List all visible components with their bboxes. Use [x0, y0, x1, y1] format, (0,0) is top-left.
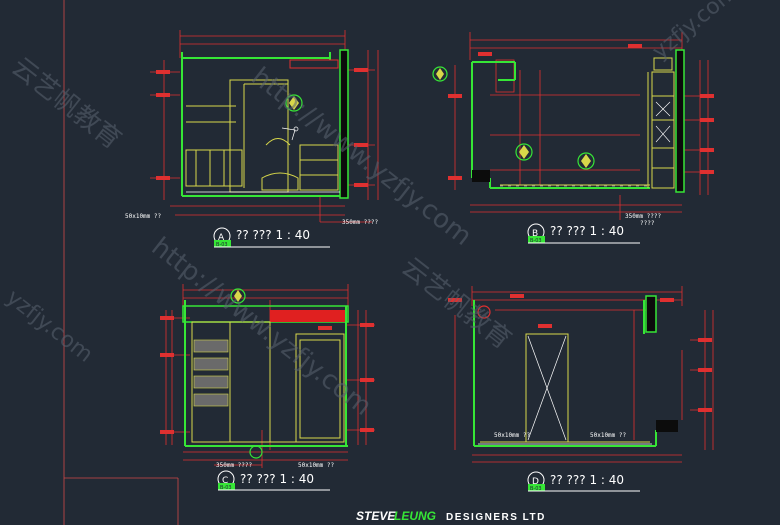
panel-id-b: B — [532, 229, 538, 239]
elevation-d: 50x10mm ?? 50x10mm ?? D B-03 ?? ??? 1 : … — [448, 286, 714, 492]
watermark-layer: http://www.yzfjy.com 云艺帆教育 yzfjy.com htt… — [1, 0, 742, 422]
panel-tag-c: B-03 — [220, 485, 232, 491]
dim-label-b2: ???? — [640, 220, 655, 227]
designer-logo: STEVE LEUNG DESIGNERS LTD — [356, 509, 546, 523]
panel-id-a: A — [218, 233, 225, 243]
dim-label-a2: 350mm ???? — [342, 219, 379, 226]
panel-id-c: C — [222, 476, 228, 486]
panel-title-d: ?? ??? 1 : 40 — [550, 473, 624, 487]
section-marker — [432, 66, 595, 170]
brand-designers: DESIGNERS LTD — [446, 512, 546, 523]
watermark-brand-1: 云艺帆教育 — [6, 52, 127, 156]
watermark-brand-2: 云艺帆教育 — [396, 252, 517, 356]
dim-label-b1: 350mm ???? — [625, 213, 662, 220]
watermark-url-2: http://www.yzfjy.com — [146, 232, 377, 422]
section-marker — [230, 288, 263, 459]
elevation-title-d: D B-03 ?? ??? 1 : 40 — [527, 471, 640, 492]
brand-leung: LEUNG — [394, 509, 436, 523]
panel-tag-a: B-03 — [216, 242, 228, 248]
dim-label-d1: 50x10mm ?? — [494, 432, 531, 439]
dim-label-d2: 50x10mm ?? — [590, 432, 627, 439]
section-marker — [285, 94, 303, 112]
dim-label-c1: 350mm ???? — [216, 462, 253, 469]
panel-tag-d: B-03 — [530, 486, 542, 492]
panel-id-d: D — [532, 477, 539, 487]
brand-steve: STEVE — [356, 509, 396, 523]
elevation-title-c: C B-03 ?? ??? 1 : 40 — [217, 470, 330, 491]
panel-title-a: ?? ??? 1 : 40 — [236, 228, 310, 242]
elevation-c: 350mm ???? 50x10mm ?? C B-03 ?? ??? 1 : … — [160, 284, 375, 491]
sheet-frame — [63, 0, 179, 525]
elevation-title-b: B B-03 ?? ??? 1 : 40 — [527, 223, 640, 244]
elevation-b: 350mm ???? ???? B B-03 ?? ??? 1 : 40 — [432, 32, 714, 244]
section-marker — [477, 305, 491, 319]
dim-label-a1: 50x10mm ?? — [125, 213, 162, 220]
panel-tag-b: B-03 — [530, 238, 542, 244]
dim-label-c2: 50x10mm ?? — [298, 462, 335, 469]
panel-title-b: ?? ??? 1 : 40 — [550, 224, 624, 238]
elevation-title-a: A B-03 ?? ??? 1 : 40 — [213, 227, 330, 248]
elevation-a: 50x10mm ?? 350mm ???? A B-03 ?? ??? 1 : … — [125, 30, 379, 248]
watermark-domain-1: yzfjy.com — [648, 0, 742, 65]
panel-title-c: ?? ??? 1 : 40 — [240, 472, 314, 486]
watermark-domain-2: yzfjy.com — [1, 285, 97, 368]
